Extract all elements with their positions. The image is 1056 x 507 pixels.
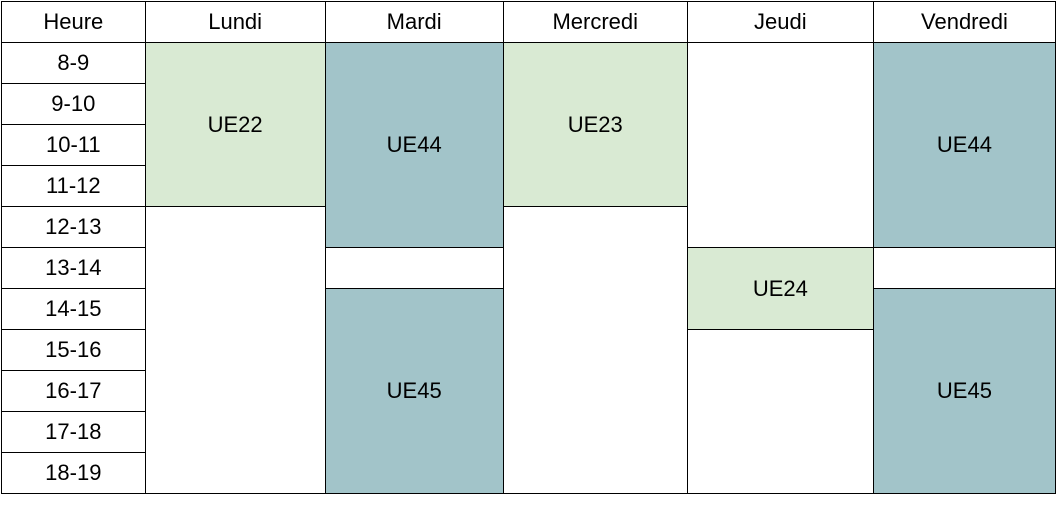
table-row: 14-15 UE45 UE45 [1, 288, 1056, 494]
hour-cell: 17-18 [1, 411, 146, 453]
empty-slot-vendredi-13-14 [872, 247, 1056, 289]
hour-cell: 13-14 [1, 247, 146, 289]
course-block-lundi-ue22: UE22 [144, 42, 326, 207]
table-row: 15-16 [1, 329, 1056, 494]
table-row: 13-14 UE24 [1, 247, 1056, 330]
header-day-vendredi: Vendredi [872, 1, 1056, 43]
schedule-table: Heure Lundi Mardi Mercredi Jeudi Vendred… [1, 1, 1056, 494]
hour-cell: 15-16 [1, 329, 146, 371]
empty-slot-jeudi-afternoon [686, 329, 874, 494]
table-row: 16-17 [1, 370, 1056, 412]
header-day-mardi: Mardi [324, 1, 504, 43]
course-block-mercredi-ue23: UE23 [502, 42, 688, 207]
hour-cell: 16-17 [1, 370, 146, 412]
table-row: 11-12 [1, 165, 1056, 207]
empty-slot-mardi-13-14 [324, 247, 504, 289]
empty-slot-mercredi-afternoon [502, 206, 688, 494]
course-block-mardi-ue45: UE45 [324, 288, 504, 494]
empty-slot-jeudi-morning [686, 42, 874, 248]
table-row: 9-10 [1, 83, 1056, 125]
hour-cell: 14-15 [1, 288, 146, 330]
table-row: 10-11 [1, 124, 1056, 166]
hour-cell: 18-19 [1, 452, 146, 494]
header-day-mercredi: Mercredi [502, 1, 688, 43]
table-row: 8-9 UE22 UE44 UE23 UE44 [1, 42, 1056, 248]
course-block-mardi-ue44: UE44 [324, 42, 504, 248]
course-block-vendredi-ue44: UE44 [872, 42, 1056, 248]
header-hour: Heure [1, 1, 146, 43]
hour-cell: 11-12 [1, 165, 146, 207]
header-row: Heure Lundi Mardi Mercredi Jeudi Vendred… [1, 1, 1056, 43]
table-row: 18-19 [1, 452, 1056, 494]
course-block-jeudi-ue24: UE24 [686, 247, 874, 330]
empty-slot-lundi-afternoon [144, 206, 326, 494]
header-day-lundi: Lundi [144, 1, 326, 43]
hour-cell: 12-13 [1, 206, 146, 248]
header-day-jeudi: Jeudi [686, 1, 874, 43]
course-block-vendredi-ue45: UE45 [872, 288, 1056, 494]
hour-cell: 8-9 [1, 42, 146, 84]
hour-cell: 9-10 [1, 83, 146, 125]
table-row: 17-18 [1, 411, 1056, 453]
hour-cell: 10-11 [1, 124, 146, 166]
